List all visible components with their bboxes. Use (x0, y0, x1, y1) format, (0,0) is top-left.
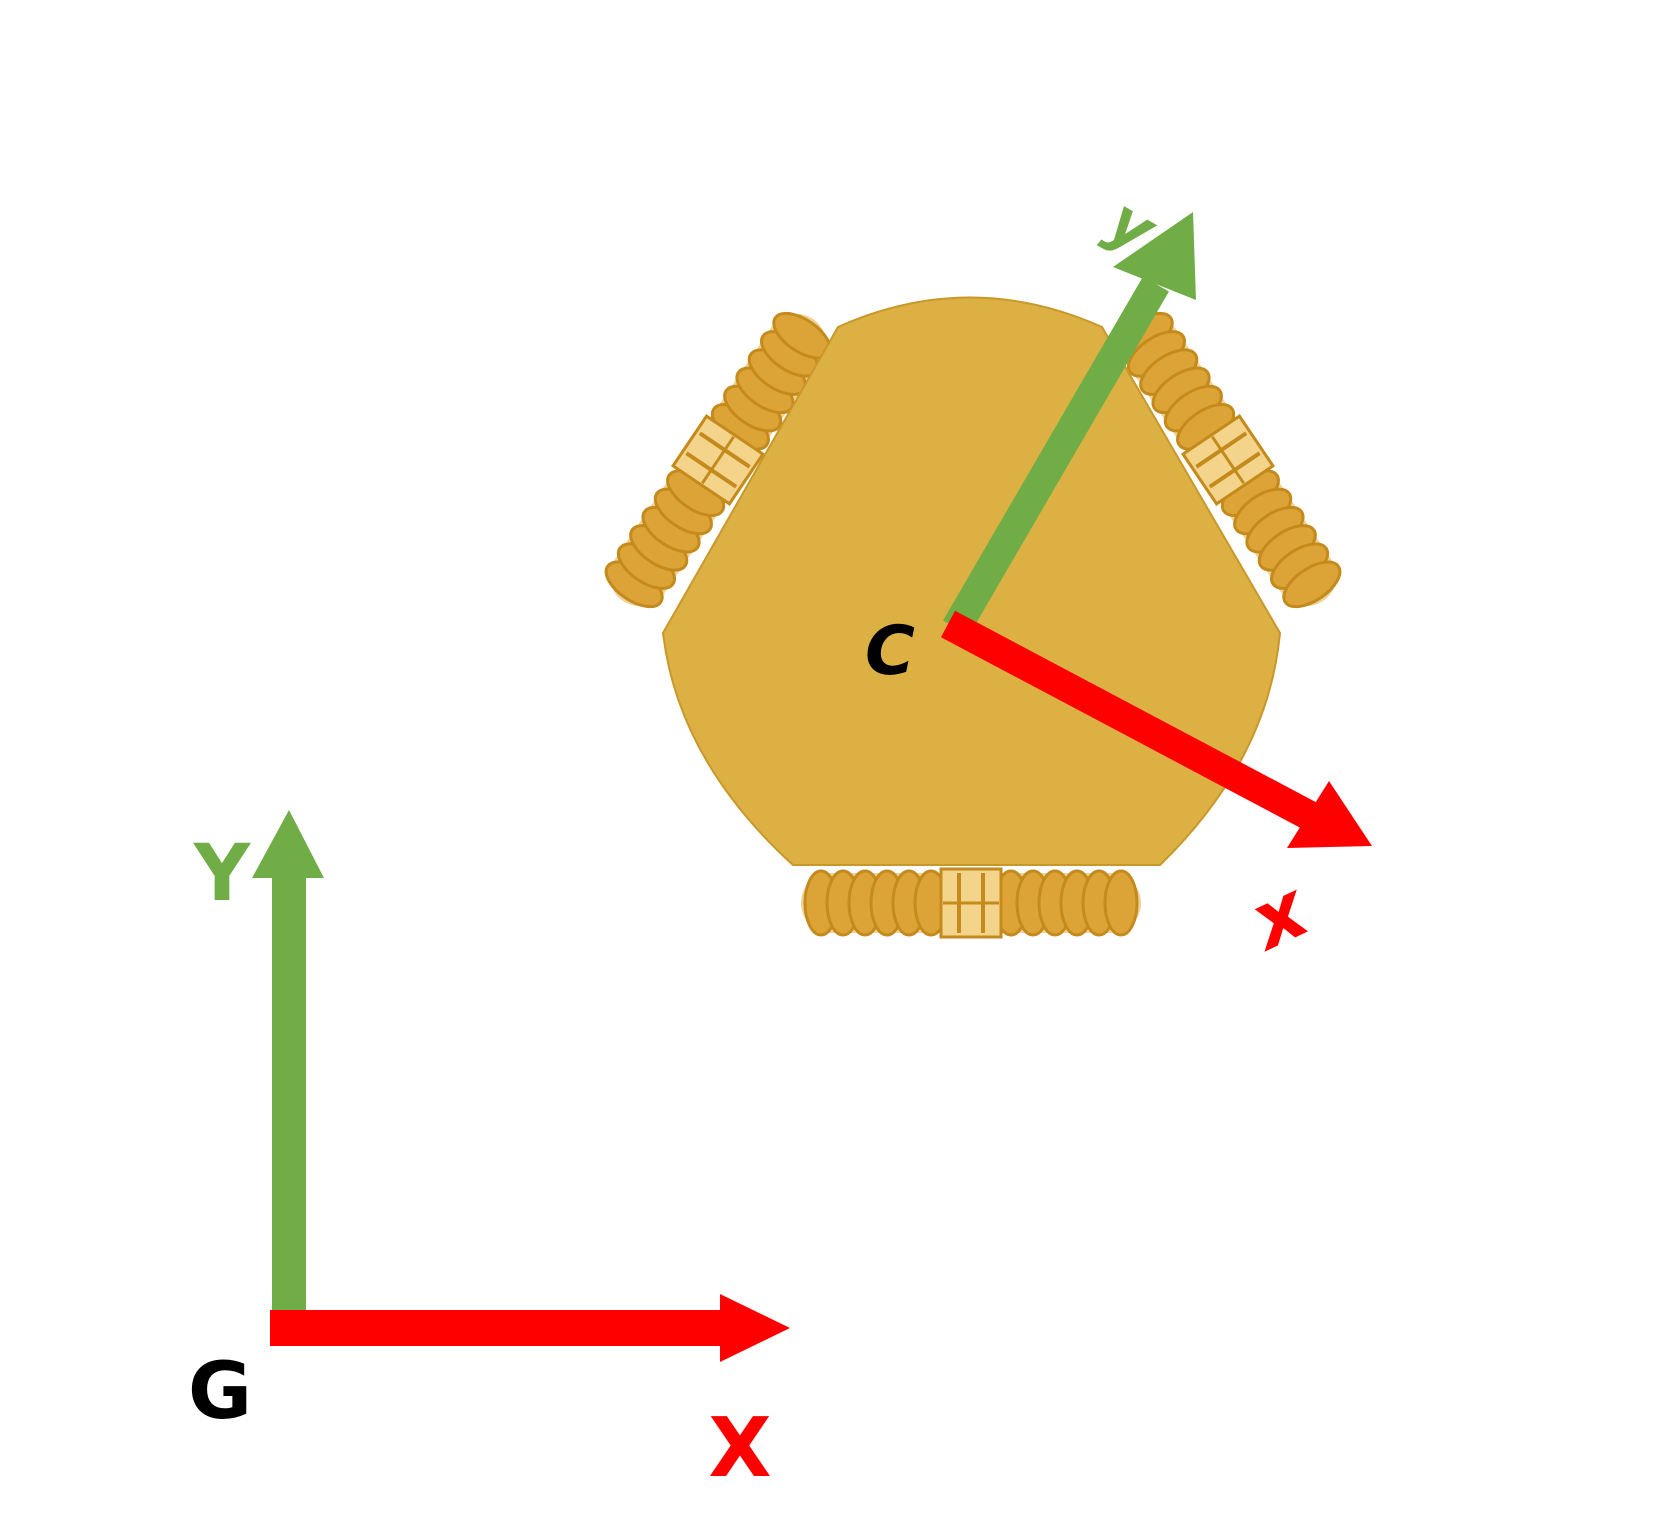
global-origin-label: G (188, 1347, 252, 1437)
global-x-axis (270, 1310, 722, 1346)
robot-x-arrowhead (1287, 781, 1372, 848)
global-frame: G Y X (188, 810, 790, 1496)
robot-y-axis (943, 276, 1169, 636)
robot-origin-label: C (865, 612, 915, 691)
omni-wheel-bottom-icon (799, 867, 1143, 939)
robot-x-axis-label: x (1234, 864, 1324, 970)
global-y-arrowhead (252, 810, 324, 878)
robot-x-axis (940, 610, 1318, 830)
global-x-axis-label: X (708, 1401, 771, 1496)
global-y-axis-label: Y (193, 829, 252, 919)
robot-y-arrowhead (1113, 212, 1196, 300)
global-x-arrowhead (720, 1294, 790, 1362)
global-y-axis (272, 876, 306, 1316)
